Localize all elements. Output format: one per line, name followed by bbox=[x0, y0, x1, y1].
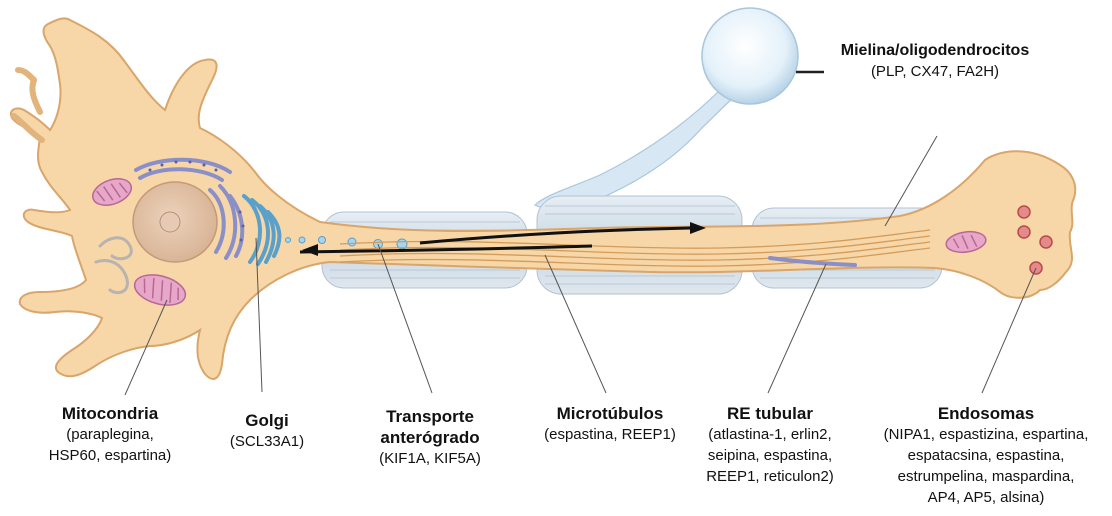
endosome bbox=[1040, 236, 1052, 248]
label-mitocondria: Mitocondria (paraplegina, HSP60, esparti… bbox=[20, 403, 200, 466]
label-microtubulos: Microtúbulos (espastina, REEP1) bbox=[520, 403, 700, 445]
label-endosomas-sub: estrumpelina, maspardina, bbox=[866, 466, 1106, 487]
label-re: RE tubular (atlastina-1, erlin2, seipina… bbox=[680, 403, 860, 487]
label-transporte-sub: (KIF1A, KIF5A) bbox=[350, 448, 510, 469]
oligodendrocyte-cell bbox=[702, 8, 798, 104]
endosome bbox=[1018, 206, 1030, 218]
label-mitocondria-sub: (paraplegina, bbox=[20, 424, 200, 445]
label-mielina-sub: (PLP, CX47, FA2H) bbox=[820, 61, 1050, 82]
label-transporte: Transporte anterógrado (KIF1A, KIF5A) bbox=[350, 406, 510, 469]
label-mielina-title: Mielina/oligodendrocitos bbox=[820, 40, 1050, 61]
label-mitocondria-title: Mitocondria bbox=[20, 403, 200, 424]
label-microtubulos-title: Microtúbulos bbox=[520, 403, 700, 424]
label-endosomas-sub: AP4, AP5, alsina) bbox=[866, 487, 1106, 508]
label-re-sub: (atlastina-1, erlin2, bbox=[680, 424, 860, 445]
endosome bbox=[1018, 226, 1030, 238]
label-re-sub: seipina, espastina, bbox=[680, 445, 860, 466]
label-golgi-title: Golgi bbox=[212, 410, 322, 431]
label-transporte-title: Transporte bbox=[350, 406, 510, 427]
label-golgi-sub: (SCL33A1) bbox=[212, 431, 322, 452]
label-microtubulos-sub: (espastina, REEP1) bbox=[520, 424, 700, 445]
nucleolus bbox=[160, 212, 180, 232]
label-transporte-title: anterógrado bbox=[350, 427, 510, 448]
label-re-title: RE tubular bbox=[680, 403, 860, 424]
label-endosomas: Endosomas (NIPA1, espastizina, espartina… bbox=[866, 403, 1106, 508]
label-endosomas-title: Endosomas bbox=[866, 403, 1106, 424]
label-mielina: Mielina/oligodendrocitos (PLP, CX47, FA2… bbox=[820, 40, 1050, 82]
label-endosomas-sub: (NIPA1, espastizina, espartina, bbox=[866, 424, 1106, 445]
label-re-sub: REEP1, reticulon2) bbox=[680, 466, 860, 487]
label-golgi: Golgi (SCL33A1) bbox=[212, 410, 322, 452]
label-mitocondria-sub: HSP60, espartina) bbox=[20, 445, 200, 466]
label-endosomas-sub: espatacsina, espastina, bbox=[866, 445, 1106, 466]
